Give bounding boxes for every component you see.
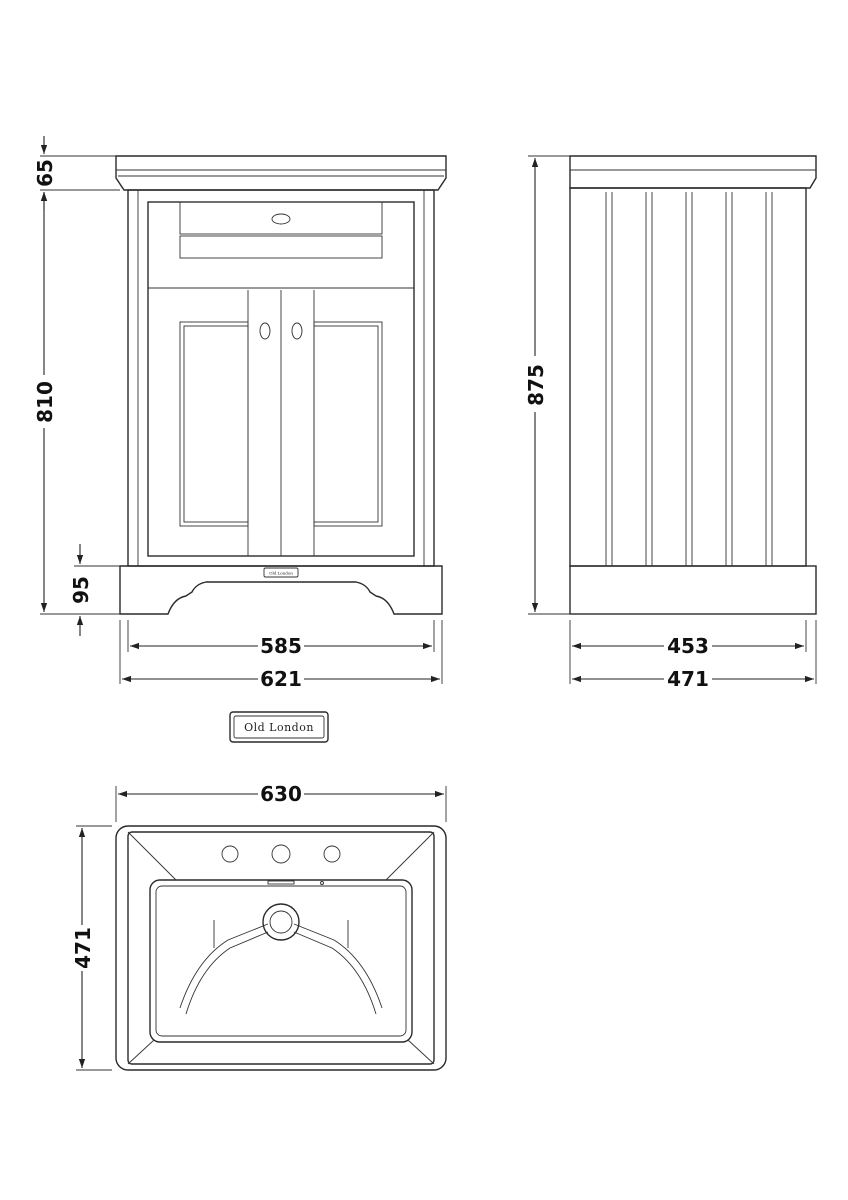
dim-inner-width: 585 [260,634,302,658]
left-door-knob [259,322,271,340]
side-view: 875 453 471 [524,155,817,691]
tap-hole-right [323,845,341,863]
dim-plinth-height: 95 [69,576,93,604]
basin-outer-rim [115,825,447,1071]
waste-outlet [262,903,300,941]
tap-hole-left [221,845,239,863]
left-door-panel [179,321,249,527]
top-view: 630 471 [71,782,447,1071]
dim-overall-depth: 471 [667,667,709,691]
dim-top-height: 65 [33,159,57,187]
dim-overall-width: 621 [260,667,302,691]
side-plinth [569,565,817,615]
plinth-badge [263,567,299,578]
front-drawer [179,201,383,235]
drawer-handle [271,213,291,225]
dim-basin-depth: 471 [71,927,95,969]
dim-overall-height: 875 [524,364,548,406]
dim-basin-width: 630 [260,782,302,806]
dim-cabinet-height: 810 [33,381,57,423]
tap-hole-center [271,844,291,864]
right-door-panel [313,321,383,527]
dim-inner-depth: 453 [667,634,709,658]
brand-logo-text: Old London [244,721,314,734]
front-basin-top [115,155,447,191]
side-carcass [569,187,807,567]
basin-bowl [149,879,413,1043]
plinth-badge-text: Old London [269,571,293,576]
front-plinth [119,565,443,615]
right-door-knob [291,322,303,340]
side-basin-top [569,155,817,189]
front-view: Old London 65 810 95 585 621 [33,136,447,691]
bowl-contour [179,923,383,1009]
brand-logo: Old London [229,711,329,743]
side-panelling [605,192,773,566]
